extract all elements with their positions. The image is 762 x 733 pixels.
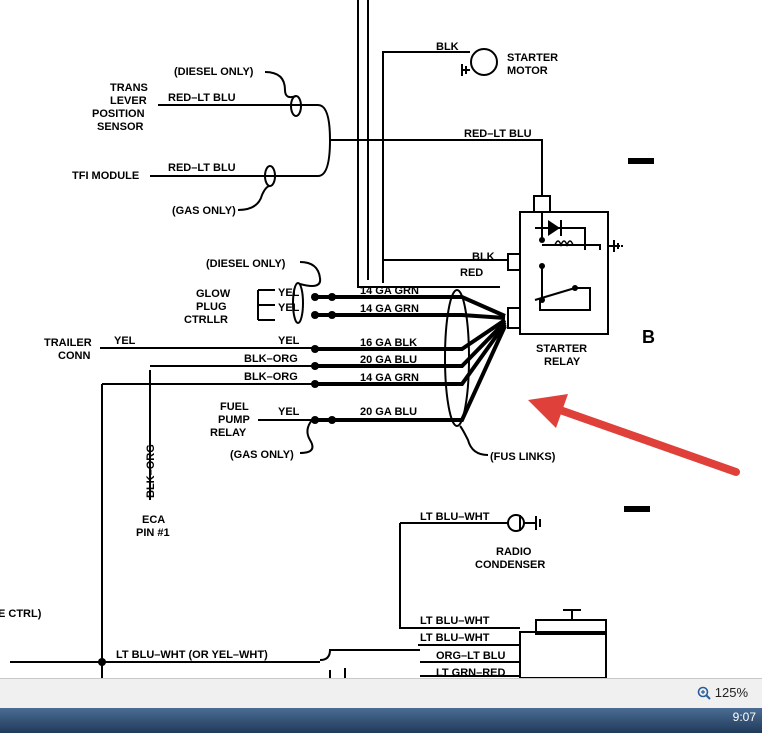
zoom-level: 125% (714, 685, 748, 700)
annotation-arrow (528, 394, 740, 476)
wire-color-label: YEL (114, 335, 136, 347)
starter-motor-label: STARTER (507, 52, 558, 64)
section-letter: B (642, 327, 655, 347)
starter-relay-label: RELAY (544, 356, 581, 368)
trans-lever-label: LEVER (110, 95, 147, 107)
tfi-module-label: TFI MODULE (72, 170, 139, 182)
wire-color-label: BLK–ORG (244, 353, 298, 365)
radio-condenser-label: CONDENSER (475, 559, 545, 571)
wire-gauge-label: 16 GA BLK (360, 337, 417, 349)
fuel-pump-label: RELAY (210, 427, 247, 439)
radio-condenser-label: RADIO (496, 546, 532, 558)
zoom-icon (697, 686, 711, 700)
wire-color-label: RED (460, 267, 483, 279)
wire-gauge-label: 14 GA GRN (360, 285, 419, 297)
wire-color-label: BLK–ORG (244, 371, 298, 383)
wire-gauge-label: 14 GA GRN (360, 372, 419, 384)
wire-gauge-label: 20 GA BLU (360, 406, 417, 418)
wire-color-label: LT BLU–WHT (420, 511, 490, 523)
wire-gauge-label: 14 GA GRN (360, 303, 419, 315)
wire-color-label: RED–LT BLU (464, 128, 532, 140)
fuel-pump-label: PUMP (218, 414, 250, 426)
taskbar-clock[interactable]: 9:07 (732, 710, 756, 724)
wire-color-label: ORG–LT BLU (436, 650, 506, 662)
fus-links-label: (FUS LINKS) (490, 451, 556, 463)
trailer-conn-label: TRAILER (44, 337, 92, 349)
taskbar: 9:07 (0, 708, 762, 733)
trans-lever-label: SENSOR (97, 121, 144, 133)
eca-pin-label: PIN #1 (136, 527, 170, 539)
diesel-only-label: (DIESEL ONLY) (206, 258, 286, 270)
diode-symbol (548, 220, 560, 236)
wire-color-label: YEL (278, 287, 300, 299)
eca-pin-label: ECA (142, 514, 165, 526)
fusible-link-wires (315, 295, 507, 422)
splice-dots (98, 237, 578, 666)
gas-only-label: (GAS ONLY) (172, 205, 236, 217)
wire-color-label: RED–LT BLU (168, 92, 236, 104)
wire-color-label: BLK (472, 251, 495, 263)
wire-color-label: YEL (278, 302, 300, 314)
wire-color-label: YEL (278, 335, 300, 347)
wiring-diagram: BLK STARTER MOTOR (DIESEL ONLY) TRANS LE… (0, 0, 740, 678)
thin-wires (10, 0, 623, 678)
zoom-control[interactable]: 125% (697, 685, 748, 700)
starter-motor-symbol (470, 48, 498, 76)
e-ctrl-label: E CTRL) (0, 608, 42, 620)
trans-lever-label: TRANS (110, 82, 148, 94)
section-mark (624, 506, 650, 512)
relay-coil-symbol (554, 240, 574, 248)
glow-plug-label: PLUG (196, 301, 227, 313)
wire-color-label: LT BLU–WHT (420, 615, 490, 627)
wire-color-label: LT BLU–WHT (OR YEL–WHT) (116, 649, 268, 661)
starter-relay-label: STARTER (536, 343, 587, 355)
starter-motor-label: MOTOR (507, 65, 548, 77)
viewer-status-bar: 125% (0, 678, 762, 708)
glow-plug-label: GLOW (196, 288, 231, 300)
wire-color-label: LT BLU–WHT (420, 632, 490, 644)
wire-color-label: LT GRN–RED (436, 667, 506, 678)
trans-lever-label: POSITION (92, 108, 145, 120)
wire-gauge-label: 20 GA BLU (360, 354, 417, 366)
wire-color-label: BLK–ORG (145, 444, 157, 498)
fuel-pump-label: FUEL (220, 401, 249, 413)
wire-color-label: RED–LT BLU (168, 162, 236, 174)
gas-only-label: (GAS ONLY) (230, 449, 294, 461)
trailer-conn-label: CONN (58, 350, 90, 362)
section-mark (628, 158, 654, 164)
wire-color-label: YEL (278, 406, 300, 418)
glow-plug-label: CTRLLR (184, 314, 228, 326)
blk-label: BLK (436, 41, 459, 53)
diesel-only-label: (DIESEL ONLY) (174, 66, 254, 78)
